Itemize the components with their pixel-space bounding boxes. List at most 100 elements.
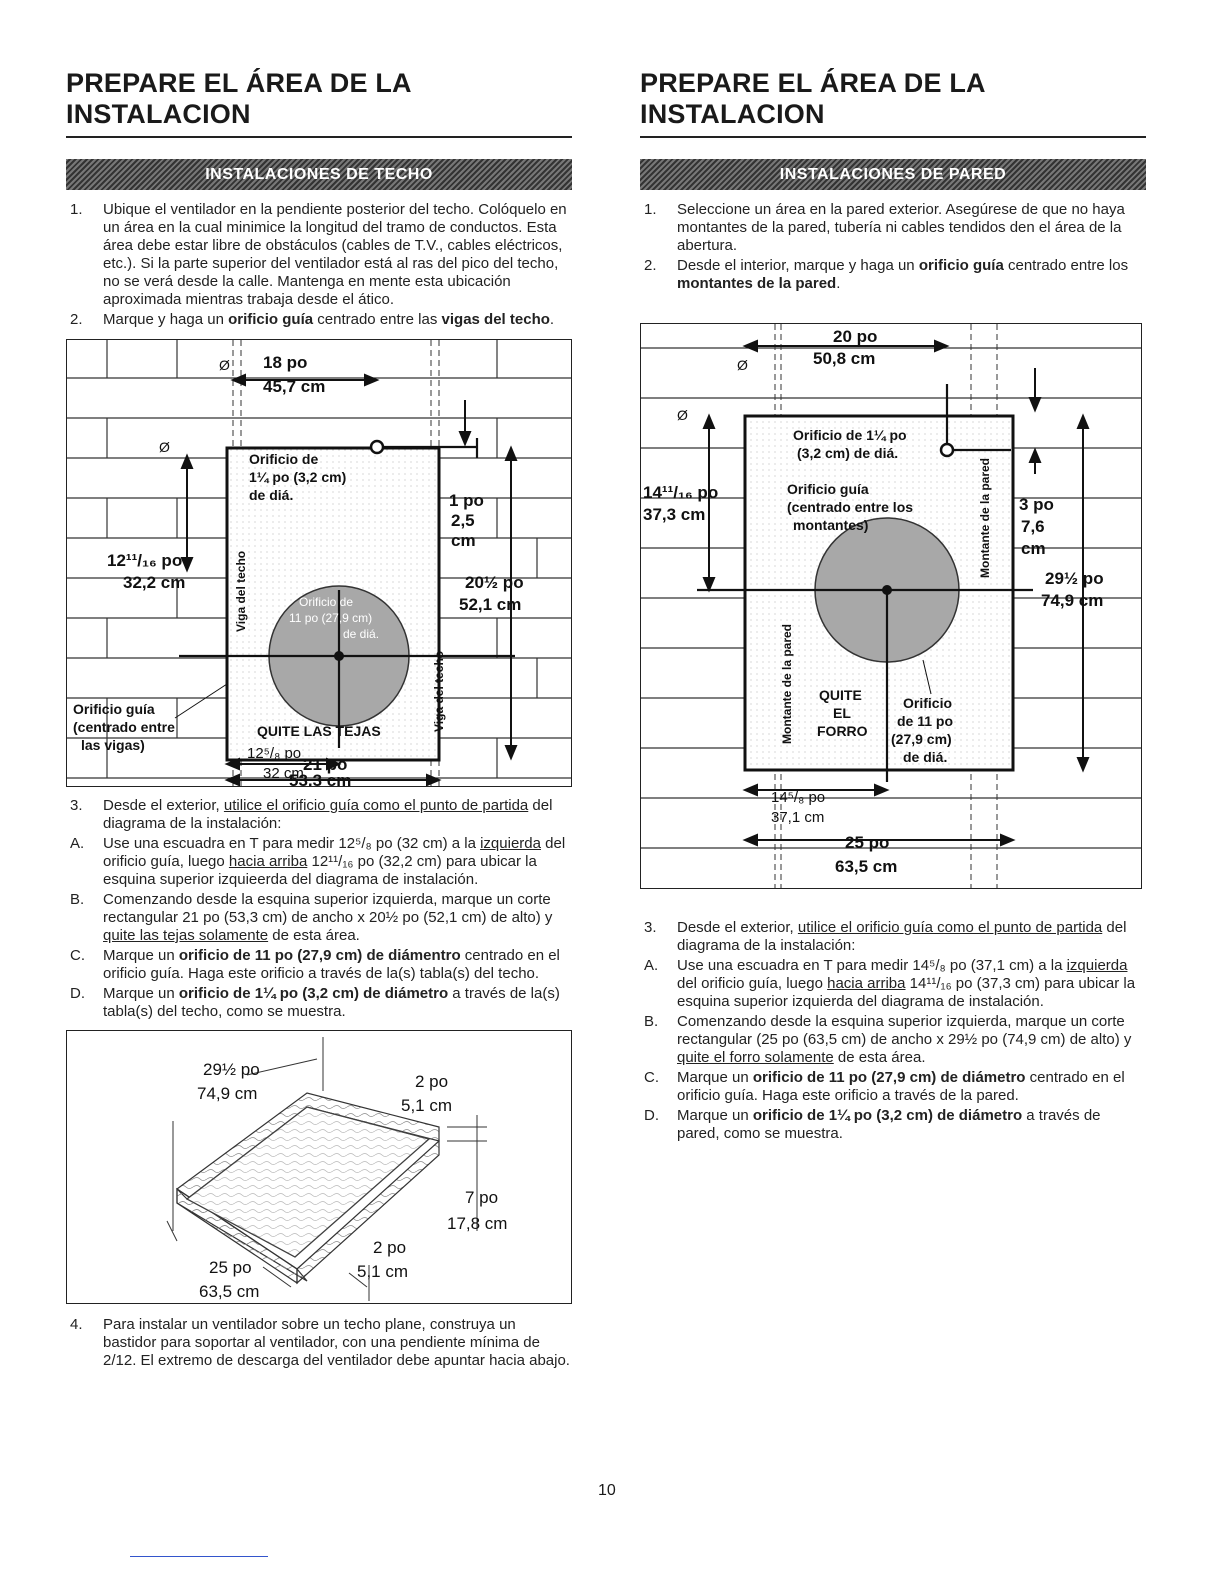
- dim-1po-unit: cm: [451, 531, 476, 550]
- right-steps-b: 3. Desde el exterior, utilice el orifici…: [640, 919, 1146, 1143]
- small-hole-label-2: 1¼ po (3,2 cm): [249, 469, 346, 485]
- wall-dim-width-25-metric: 63,5 cm: [835, 857, 897, 876]
- frame-dim-7: 7 po: [465, 1188, 498, 1207]
- wall-dim-width-14-metric: 37,1 cm: [771, 809, 824, 826]
- right-steps-a: 1. Seleccione un área en la pared exteri…: [640, 201, 1146, 293]
- wall-large-hole-label-1: Orificio: [903, 695, 952, 711]
- joist-label-right: Viga del techo: [432, 651, 446, 732]
- frame-dim-29-metric: 74,9 cm: [197, 1084, 257, 1103]
- frame-dim-2-top: 2 po: [415, 1072, 448, 1091]
- wall-guide-label-2: (centrado entre los: [787, 499, 913, 515]
- dim-height-12-metric: 32,2 cm: [123, 573, 185, 592]
- frame-dim-7-metric: 17,8 cm: [447, 1214, 507, 1233]
- zero-mark-top: Ø: [219, 357, 230, 373]
- small-hole-label-3: de diá.: [249, 487, 293, 503]
- list-item: D. Marque un orificio de 1¼ po (3,2 cm) …: [70, 985, 560, 1020]
- left-section-banner: INSTALACIONES DE TECHO: [66, 159, 572, 190]
- list-item: A. Use una escuadra en T para medir 12⁵/…: [70, 835, 566, 888]
- list-item: C. Marque un orificio de 11 po (27,9 cm)…: [644, 1069, 1125, 1104]
- list-item: 1. Seleccione un área en la pared exteri…: [644, 201, 1125, 254]
- wall-dim-height-14: 14¹¹/₁₆ po: [643, 483, 718, 502]
- footer-rule: [130, 1556, 268, 1557]
- right-column: PREPARE EL ÁREA DE LA INSTALACION INSTAL…: [640, 68, 1146, 1145]
- wall-remove-label-3: FORRO: [817, 723, 868, 739]
- stud-label-right: Montante de la pared: [978, 458, 992, 578]
- wall-dim-height-14-metric: 37,3 cm: [643, 505, 705, 524]
- frame-dim-2-bottom-metric: 5,1 cm: [357, 1262, 408, 1281]
- wall-dim-height-29: 29½ po: [1045, 569, 1104, 588]
- right-title: PREPARE EL ÁREA DE LA INSTALACION: [640, 68, 986, 129]
- wall-remove-label-2: EL: [833, 705, 851, 721]
- guide-hole: [334, 651, 344, 661]
- guide-hole-label-2: (centrado entre: [73, 719, 175, 735]
- list-item: 4. Para instalar un ventilador sobre un …: [70, 1316, 570, 1369]
- dim-width-18: 18 po: [263, 353, 307, 372]
- list-item: B. Comenzando desde la esquina superior …: [70, 891, 553, 944]
- frame-dim-2-top-metric: 5,1 cm: [401, 1096, 452, 1115]
- right-section-banner: INSTALACIONES DE PARED: [640, 159, 1146, 190]
- list-item: A. Use una escuadra en T para medir 14⁵/…: [644, 957, 1136, 1010]
- list-item: 3. Desde el exterior, utilice el orifici…: [70, 797, 553, 832]
- dim-width-21-metric: 53,3 cm: [289, 771, 351, 786]
- left-title: PREPARE EL ÁREA DE LA INSTALACION: [66, 68, 412, 129]
- wall-remove-label-1: QUITE: [819, 687, 862, 703]
- wall-dim-width-20-metric: 50,8 cm: [813, 349, 875, 368]
- left-steps-b: 3. Desde el exterior, utilice el orifici…: [66, 797, 572, 1021]
- frame-dim-2-bottom: 2 po: [373, 1238, 406, 1257]
- stud-label-left: Montante de la pared: [780, 624, 794, 744]
- small-hole-label-1: Orificio de: [249, 451, 318, 467]
- wall-installation-diagram: Ø Ø 20 po 50,8 cm Orificio de 1¼ po (3,2…: [640, 323, 1142, 889]
- joist-label-left: Viga del techo: [234, 551, 248, 632]
- list-item: 2. Desde el interior, marque y haga un o…: [644, 257, 1129, 292]
- wall-zero-mark-left: Ø: [677, 407, 688, 423]
- wall-small-hole-label-2: (3,2 cm) de diá.: [797, 445, 898, 461]
- dim-height-20: 20½ po: [465, 573, 524, 592]
- list-item: C. Marque un orificio de 11 po (27,9 cm)…: [70, 947, 560, 982]
- frame-dim-29: 29½ po: [203, 1060, 260, 1079]
- frame-dim-25-metric: 63,5 cm: [199, 1282, 259, 1301]
- dim-height-12: 12¹¹/₁₆ po: [107, 551, 182, 570]
- wall-guide-hole: [882, 585, 892, 595]
- wall-dim-3po-metric: 7,6: [1021, 517, 1045, 536]
- list-item: 1. Ubique el ventilador en la pendiente …: [70, 201, 567, 308]
- list-item: 2. Marque y haga un orificio guía centra…: [70, 311, 555, 328]
- roof-installation-diagram: Ø Ø 18 po 45,7 cm 12¹¹/₁₆ po 32,2 cm Ori…: [66, 339, 572, 787]
- list-item: D. Marque un orificio de 1¼ po (3,2 cm) …: [644, 1107, 1101, 1142]
- right-title-rule: [640, 136, 1146, 138]
- dim-width-18-metric: 45,7 cm: [263, 377, 325, 396]
- list-item: B. Comenzando desde la esquina superior …: [644, 1013, 1132, 1066]
- wall-dim-3po: 3 po: [1019, 495, 1054, 514]
- wooden-frame: [176, 1092, 440, 1285]
- dim-width-21: 21 po: [303, 755, 347, 774]
- large-hole-label-3: de diá.: [343, 627, 379, 641]
- wall-guide-label-3: montantes): [793, 517, 868, 533]
- left-column: PREPARE EL ÁREA DE LA INSTALACION INSTAL…: [66, 68, 572, 1372]
- wall-large-hole-label-3: (27,9 cm): [891, 731, 952, 747]
- dim-height-20-metric: 52,1 cm: [459, 595, 521, 614]
- wall-dim-width-20: 20 po: [833, 327, 877, 346]
- wall-zero-mark-top: Ø: [737, 357, 748, 373]
- left-steps-a: 1. Ubique el ventilador en la pendiente …: [66, 201, 572, 329]
- wall-small-hole-label-1: Orificio de 1¼ po: [793, 427, 907, 443]
- large-hole-label-2: 11 po (27,9 cm): [289, 611, 372, 625]
- wall-large-hole-label-2: de 11 po: [897, 713, 953, 729]
- dim-width-12: 12⁵/₈ po: [247, 745, 301, 762]
- page-number: 10: [598, 1482, 616, 1499]
- wall-dim-height-29-metric: 74,9 cm: [1041, 591, 1103, 610]
- frame-diagram: 29½ po 74,9 cm 2 po 5,1 cm 7 po 17,8 cm …: [66, 1030, 572, 1304]
- guide-hole-label-1: Orificio guía: [73, 701, 155, 717]
- guide-hole-label-3: las vigas): [81, 737, 145, 753]
- wall-large-hole-label-4: de diá.: [903, 749, 947, 765]
- dim-width-12-metric: 32 cm: [263, 765, 304, 782]
- left-title-rule: [66, 136, 572, 138]
- frame-dim-25: 25 po: [209, 1258, 252, 1277]
- small-hole: [369, 439, 385, 455]
- large-hole-label-1: Orificio de: [299, 595, 353, 609]
- left-step-4: 4. Para instalar un ventilador sobre un …: [66, 1316, 572, 1370]
- dim-1po-metric: 2,5: [451, 511, 475, 530]
- dim-1po: 1 po: [449, 491, 484, 510]
- remove-shingles-label: QUITE LAS TEJAS: [257, 723, 381, 739]
- wall-small-hole: [939, 442, 955, 458]
- wall-guide-label-1: Orificio guía: [787, 481, 869, 497]
- list-item: 3. Desde el exterior, utilice el orifici…: [644, 919, 1127, 954]
